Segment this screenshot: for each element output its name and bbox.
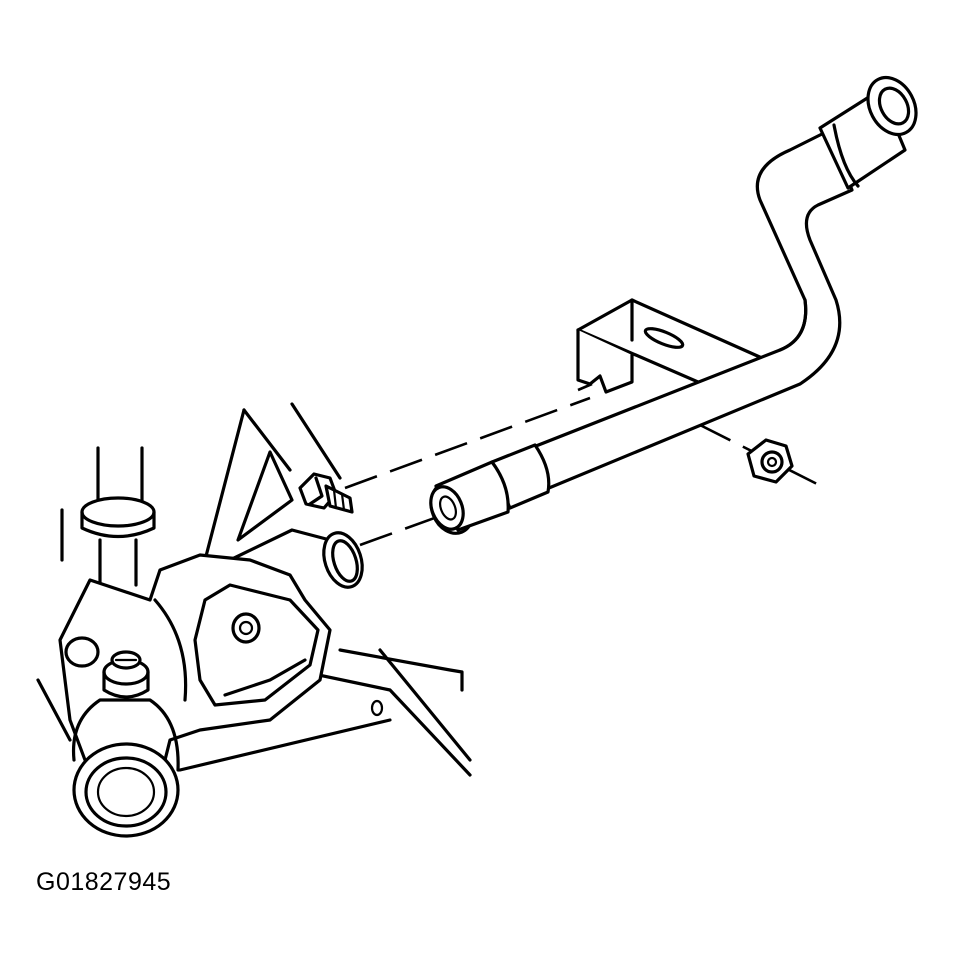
- thermostat-housing: [58, 553, 332, 838]
- coolant-pipe: [429, 75, 918, 535]
- upright-pipe: [36, 446, 156, 742]
- nut: [746, 438, 794, 484]
- mounting-frame: [178, 402, 472, 777]
- o-ring-seal: [322, 531, 364, 589]
- figure-caption: G01827945: [36, 868, 172, 896]
- bolt: [298, 472, 354, 514]
